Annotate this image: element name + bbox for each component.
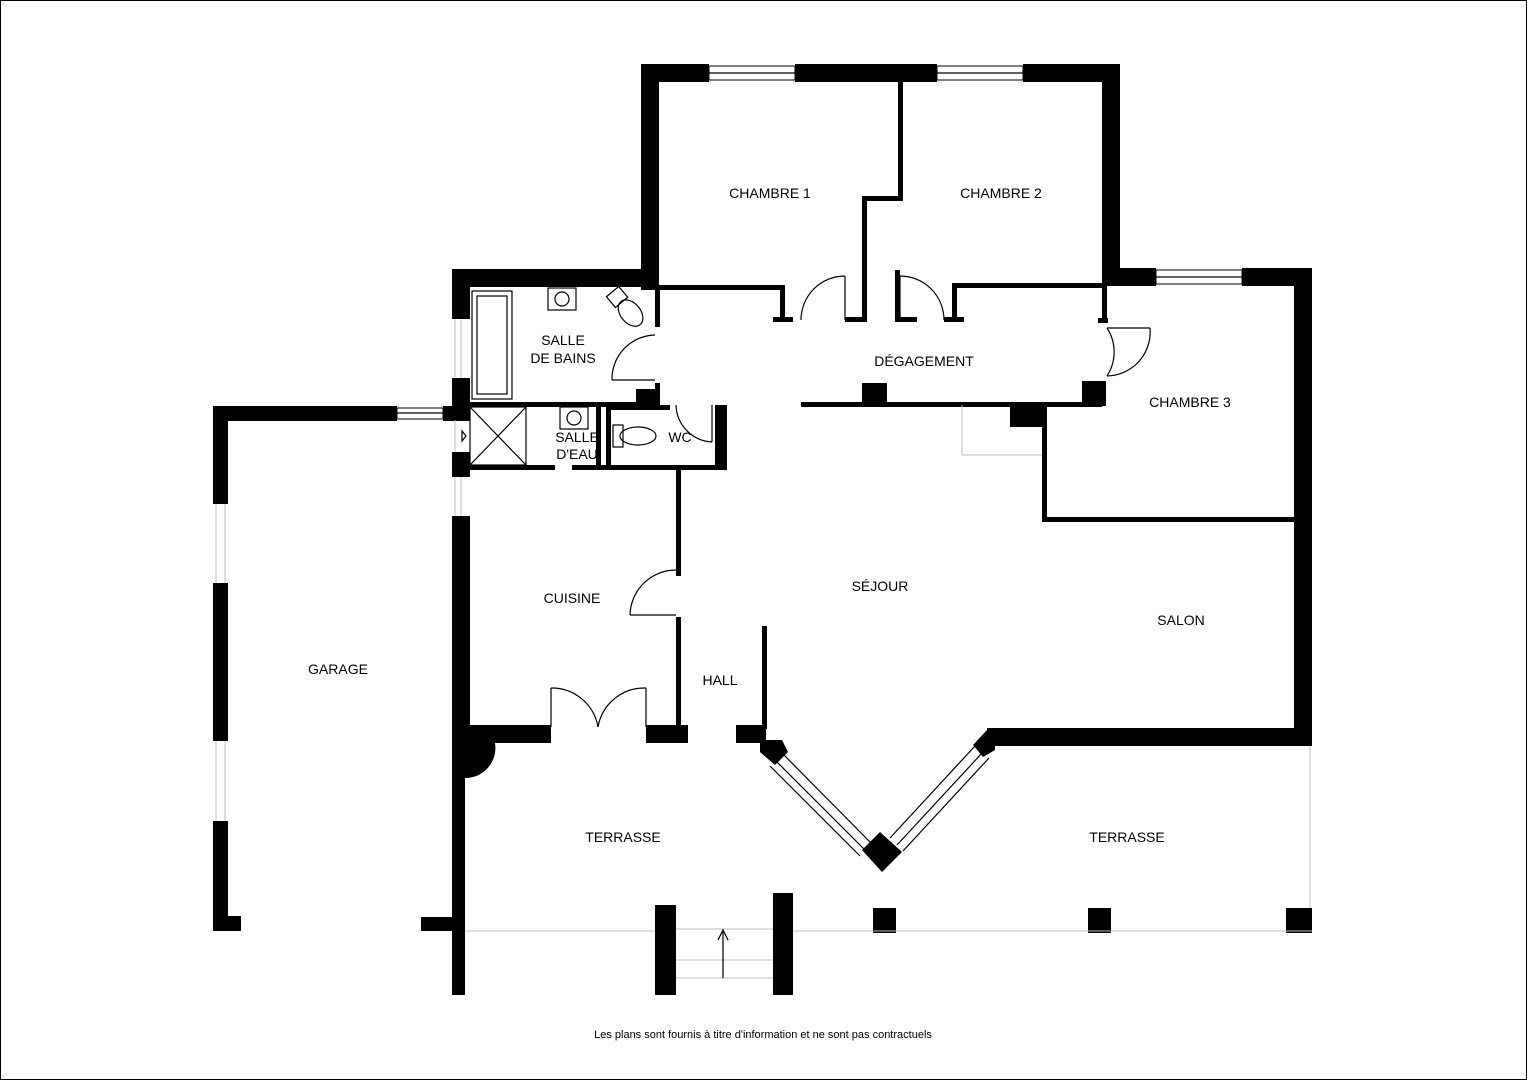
label-wc: WC [668,429,691,445]
label-hall: HALL [702,672,737,688]
label-chambre-1: CHAMBRE 1 [729,185,811,201]
interior-walls [470,82,1294,729]
exterior-walls [213,64,1312,995]
label-salle-deau-line1: SALLE [555,429,599,445]
shower-icon [469,406,527,466]
toilet-icon [612,424,657,448]
doors [550,275,1151,728]
disclaimer: Les plans sont fournis à titre d'informa… [594,1029,932,1041]
room-labels: CHAMBRE 1 CHAMBRE 2 CHAMBRE 3 SALLE DE B… [308,185,1231,845]
bay-window [760,730,995,872]
label-salle-de-bains-line1: SALLE [541,332,585,348]
corner-post [465,743,496,779]
label-chambre-3: CHAMBRE 3 [1149,394,1231,410]
label-chambre-2: CHAMBRE 2 [960,185,1042,201]
windows [215,65,1243,821]
label-terrasse-right: TERRASSE [1089,829,1164,845]
toilet-icon [605,285,644,327]
label-degagement: DÉGAGEMENT [874,353,974,369]
label-garage: GARAGE [308,661,368,677]
fixtures [469,285,657,466]
washbasin-icon [547,287,577,311]
label-cuisine: CUISINE [544,590,601,606]
label-salon: SALON [1157,612,1204,628]
terrace-edges [465,746,1312,979]
label-terrasse-left: TERRASSE [585,829,660,845]
label-sejour: SÉJOUR [852,578,909,594]
label-salle-deau-line2: D'EAU [556,446,598,462]
washbasin-icon [559,406,589,430]
bathtub-icon [471,290,513,400]
label-salle-de-bains-line2: DE BAINS [530,350,595,366]
